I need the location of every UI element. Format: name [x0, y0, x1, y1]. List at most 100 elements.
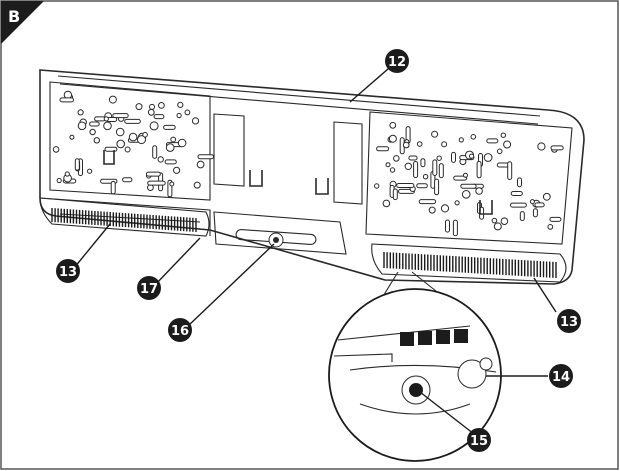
u-clip-2	[249, 170, 263, 187]
callout-13-right: 13	[557, 309, 581, 333]
mounting-holes-left	[52, 90, 214, 198]
mounting-hole	[116, 139, 125, 149]
frame-top-rail-inner	[59, 83, 539, 125]
callout-13-left-label: 13	[59, 265, 77, 280]
callout-14-circle	[549, 364, 573, 388]
mounting-hole	[193, 181, 201, 189]
mounting-hole	[149, 121, 159, 131]
mounting-hole	[135, 103, 143, 111]
mounting-hole	[149, 103, 155, 110]
right-grille-slats	[383, 252, 557, 278]
mounting-slot	[438, 163, 444, 179]
mounting-hole	[128, 132, 138, 142]
mounting-slot	[534, 202, 545, 208]
callout-12-label: 12	[388, 55, 406, 70]
callout-12-circle	[385, 49, 409, 73]
mounting-hole	[93, 137, 101, 144]
mounting-hole	[458, 137, 464, 143]
callout-16-circle	[168, 318, 192, 342]
mounting-hole	[177, 138, 187, 148]
u-clip-3	[315, 178, 329, 195]
mounting-hole	[115, 127, 125, 137]
frame-bottom-lip	[39, 197, 211, 236]
mounting-slot	[408, 155, 418, 161]
mounting-slot	[112, 113, 129, 119]
mounting-slot	[460, 183, 477, 189]
mounting-hole	[191, 117, 200, 125]
mounting-hole	[382, 199, 391, 208]
mounting-slot	[376, 146, 390, 152]
mounting-slot	[549, 216, 562, 222]
callout-16: 16	[168, 318, 192, 342]
mounting-slot	[89, 121, 100, 127]
mounting-hole	[416, 141, 423, 147]
callout-14: 14	[549, 364, 573, 388]
right-grille-housing	[371, 243, 567, 283]
callout-15-label: 15	[470, 434, 488, 449]
mounting-hole	[374, 183, 380, 189]
mounting-hole	[475, 187, 483, 195]
mounting-hole	[500, 132, 506, 138]
mounting-slot	[519, 211, 525, 222]
mounting-hole	[52, 146, 60, 153]
mounting-slot	[510, 191, 523, 196]
mounting-hole	[176, 112, 182, 119]
mounting-slot	[59, 97, 74, 103]
u-clips	[103, 150, 493, 215]
mounting-slot	[451, 151, 456, 163]
inset-cap-tab	[479, 357, 493, 371]
leader-13a	[73, 223, 111, 269]
mounting-slot	[392, 188, 398, 201]
mounting-slot	[104, 146, 118, 152]
callout-17-circle	[137, 276, 161, 300]
mounting-slot	[452, 219, 458, 237]
mounting-hole	[64, 171, 70, 177]
mounting-slot	[445, 219, 450, 233]
leader-15	[419, 391, 475, 435]
mounting-hole	[537, 142, 546, 151]
mounting-slot	[486, 138, 499, 144]
mounting-hole	[483, 153, 493, 162]
mounting-slot	[434, 178, 440, 196]
leader-13b	[533, 277, 557, 313]
mounting-slot	[416, 183, 428, 189]
inset-grille	[400, 329, 468, 346]
callout-14-label: 14	[552, 370, 570, 385]
mounting-hole	[441, 141, 448, 148]
mounting-hole	[87, 168, 93, 174]
mounting-hole	[404, 162, 412, 171]
mounting-slot	[396, 183, 415, 188]
mounting-slot	[507, 161, 513, 181]
u-clip-4	[479, 200, 493, 215]
callout-15-circle	[467, 428, 491, 452]
mounting-hole	[137, 135, 146, 145]
callout-13-left: 13	[56, 259, 80, 283]
mounting-hole	[165, 143, 175, 152]
center-strip-body	[213, 211, 347, 255]
mounting-hole	[470, 134, 477, 140]
mounting-slot	[110, 180, 116, 195]
callout-16-label: 16	[171, 324, 189, 339]
mounting-hole	[493, 222, 502, 231]
mounting-hole	[422, 174, 429, 180]
callout-12: 12	[385, 49, 409, 73]
mounting-slot	[453, 175, 468, 181]
mounting-hole	[103, 121, 112, 131]
detail-inset	[328, 288, 502, 462]
mounting-slot	[124, 118, 141, 124]
mounting-hole	[142, 131, 148, 138]
callout-13-right-label: 13	[560, 315, 578, 330]
mounting-slot	[122, 177, 133, 183]
inset-slat-3	[436, 330, 450, 344]
inset-cap-14	[457, 359, 487, 389]
mounting-hole	[436, 155, 442, 161]
mounting-hole	[169, 181, 175, 187]
mounting-hole	[500, 217, 509, 225]
mounting-slot	[413, 161, 419, 179]
callout-13-left-circle	[56, 259, 80, 283]
mounting-hole	[469, 153, 475, 159]
callout-13-right-circle	[557, 309, 581, 333]
mounting-hole	[56, 177, 62, 184]
mounting-slot	[432, 159, 438, 176]
